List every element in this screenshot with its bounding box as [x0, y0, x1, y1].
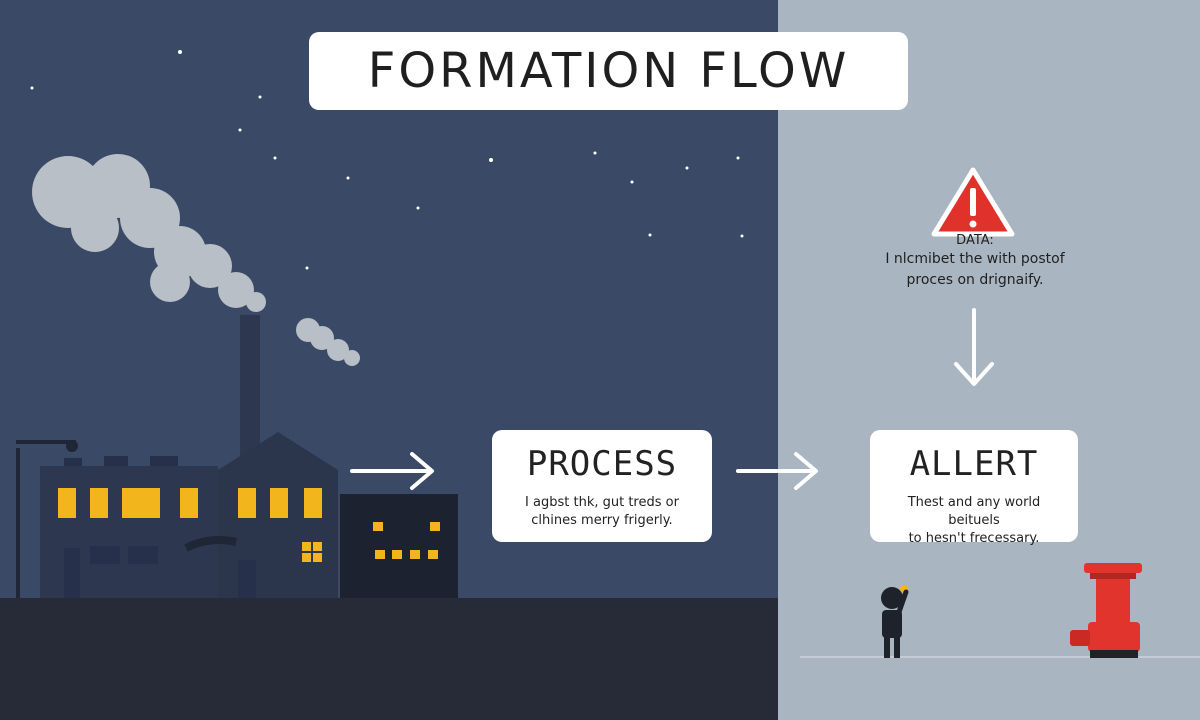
title-banner: FORMATION FLOW	[309, 32, 908, 110]
alert-body-line1: Thest and any world beituels	[907, 495, 1041, 528]
data-note-line2: proces on drignaify.	[906, 272, 1044, 288]
ground-night	[0, 598, 778, 720]
alert-card: ALLERT Thest and any world beituels to h…	[870, 430, 1078, 546]
hydrant-icon	[1070, 563, 1142, 658]
ground-day-line	[800, 656, 1200, 658]
process-body-line2: clhines merry frigerly.	[531, 513, 673, 528]
arrow-right-icon	[350, 452, 434, 490]
process-body: I agbst thk, gut treds or clhines merry …	[492, 494, 712, 530]
arrow-right-icon-2	[736, 452, 818, 490]
person-icon	[881, 585, 909, 658]
alert-title: ALLERT	[909, 444, 1039, 484]
alert-body-line2: to hesn't frecessary.	[908, 531, 1040, 546]
warning-icon	[931, 167, 1015, 237]
data-note-line1: I nlcmibet the with postof	[885, 251, 1065, 267]
process-card: PROCESS I agbst thk, gut treds or clhine…	[492, 430, 712, 542]
smoke-icon	[32, 154, 360, 366]
data-note: DATA: I nlcmibet the with postof proces …	[850, 233, 1100, 290]
arrow-down-icon	[954, 308, 994, 386]
process-title: PROCESS	[526, 444, 678, 484]
process-body-line1: I agbst thk, gut treds or	[525, 495, 679, 510]
factory-windows	[58, 488, 440, 562]
alert-body: Thest and any world beituels to hesn't f…	[870, 494, 1078, 548]
page-title: FORMATION FLOW	[367, 43, 850, 99]
factory-icon	[16, 315, 458, 598]
data-note-heading: DATA:	[956, 233, 994, 248]
stars	[30, 50, 744, 270]
